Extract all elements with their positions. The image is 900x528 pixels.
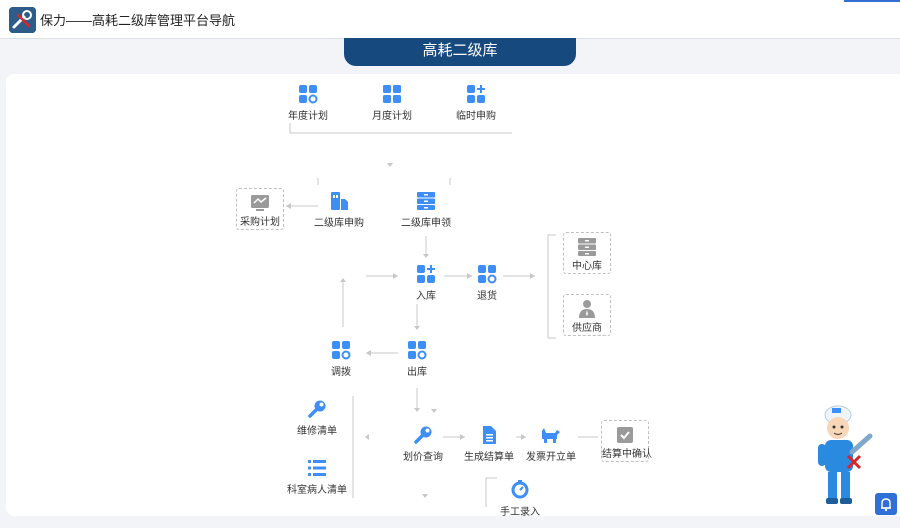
connector-manual-bracket (485, 477, 497, 507)
node-label: 中心库 (572, 261, 602, 272)
monitor-icon (251, 195, 269, 211)
node-annual-plan[interactable]: 年度计划 (275, 84, 341, 132)
node-central-store[interactable]: 中心库 (563, 232, 611, 274)
node-label: 入库 (416, 291, 436, 302)
arrowhead (414, 326, 420, 330)
apps-add-icon (467, 85, 485, 103)
node-label: 采购计划 (240, 217, 280, 228)
node-stock-out[interactable]: 出库 (384, 340, 450, 388)
arrowhead (467, 273, 472, 279)
node-purchase-plan[interactable]: 采购计划 (236, 188, 284, 230)
node-label: 科室病人清单 (287, 485, 347, 496)
node-label: 发票开立单 (526, 452, 576, 463)
person-icon (579, 300, 595, 318)
node-dept-list[interactable]: 科室病人清单 (284, 458, 350, 506)
gauge-icon (511, 480, 529, 499)
mascot-illustration (814, 402, 880, 510)
arrowhead (422, 494, 428, 498)
node-transfer[interactable]: 调拨 (308, 340, 374, 388)
apps-icon (299, 85, 318, 104)
node-label: 供应商 (572, 323, 602, 334)
arrowhead (431, 409, 437, 413)
apps-icon (478, 265, 497, 284)
node-label: 月度计划 (372, 111, 412, 122)
apps-icon (332, 341, 351, 360)
node-settle-confirm[interactable]: 结算中确认 (601, 420, 652, 462)
list-icon (308, 460, 326, 476)
node-manual-entry[interactable]: 手工录入 (487, 480, 553, 528)
node-maintenance[interactable]: 维修清单 (284, 399, 350, 447)
arrowhead (521, 434, 526, 440)
node-monthly-plan[interactable]: 月度计划 (359, 84, 425, 132)
arrowhead (530, 273, 535, 279)
truck-icon (542, 428, 560, 443)
node-label: 临时申购 (456, 111, 496, 122)
cabinet-doc-icon (331, 192, 348, 210)
bell-icon (881, 498, 891, 512)
document-icon (483, 426, 496, 444)
top-accent-line (844, 0, 900, 2)
section-tab-title: 高耗二级库 (344, 38, 576, 66)
app-logo (9, 7, 36, 33)
node-return[interactable]: 退货 (454, 264, 520, 312)
arrowhead (365, 434, 369, 440)
node-invoice[interactable]: 发票开立单 (518, 425, 584, 473)
node-temp-request[interactable]: 临时申购 (443, 84, 509, 132)
node-label: 划价查询 (403, 452, 443, 463)
bracket-central-supplier (547, 234, 556, 339)
node-label: 退货 (477, 291, 497, 302)
arrowhead (414, 408, 420, 412)
node-secondary-request[interactable]: 二级库申购 (306, 191, 372, 239)
node-label: 出库 (407, 367, 427, 378)
node-settlement[interactable]: 生成结算单 (456, 425, 522, 473)
arrowhead (340, 278, 346, 282)
node-label: 二级库申购 (314, 218, 364, 229)
nav-panel (6, 74, 900, 516)
notification-bell-button[interactable] (875, 493, 897, 515)
check-box-icon (617, 427, 633, 443)
node-fee-check[interactable]: 划价查询 (390, 425, 456, 473)
arrowhead (393, 273, 398, 279)
arrowhead (423, 254, 429, 258)
grid-icon (383, 85, 401, 103)
app-title: 保力——高耗二级库管理平台导航 (40, 13, 236, 28)
node-label: 结算中确认 (602, 449, 652, 460)
arrowhead (387, 163, 393, 167)
node-label: 手工录入 (500, 507, 540, 518)
node-label: 年度计划 (288, 111, 328, 122)
drawers-icon (417, 192, 435, 210)
top-bar: 保力——高耗二级库管理平台导航 (0, 0, 900, 39)
arrowhead (460, 434, 465, 440)
node-secondary-claim[interactable]: 二级库申领 (393, 191, 459, 239)
wrench-icon (414, 426, 432, 444)
node-label: 二级库申领 (401, 218, 451, 229)
apps-add-icon (417, 265, 435, 283)
apps-icon (408, 341, 427, 360)
node-stock-in[interactable]: 入库 (393, 264, 459, 312)
wrench-icon (308, 400, 326, 418)
node-supplier[interactable]: 供应商 (563, 294, 611, 336)
node-label: 生成结算单 (464, 452, 514, 463)
node-label: 调拨 (331, 367, 351, 378)
connector-plans-bracket (289, 123, 512, 134)
drawers-icon (578, 238, 596, 256)
arrowhead (286, 203, 291, 209)
arrowhead (366, 350, 371, 356)
node-label: 维修清单 (297, 426, 337, 437)
